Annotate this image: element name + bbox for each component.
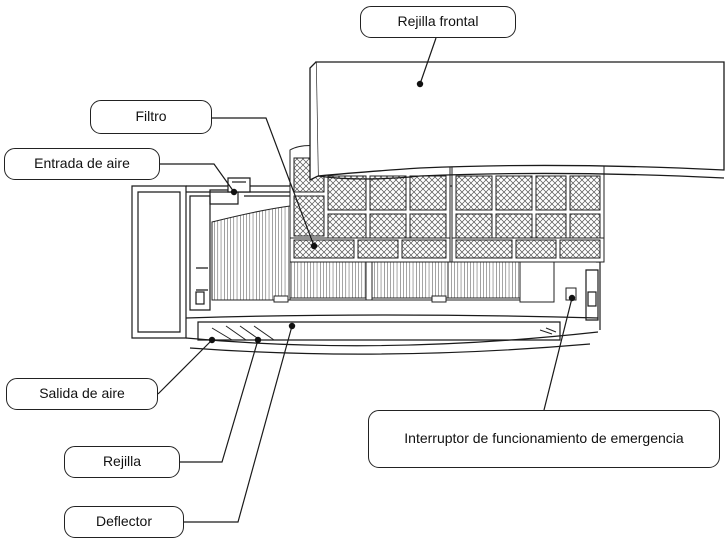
grille-label: Rejilla: [64, 446, 180, 478]
heat-exchanger: [211, 205, 577, 303]
filter-label: Filtro: [90, 100, 212, 134]
leader-lines: [157, 37, 573, 523]
air-filter: [289, 145, 605, 263]
deflector-label: Deflector: [64, 506, 184, 538]
front-grille-panel: [309, 61, 725, 182]
outlet-louvers: [211, 325, 557, 341]
front-grille-label: Rejilla frontal: [360, 6, 516, 38]
leader-dots: [208, 80, 576, 344]
indoor-unit-body: [131, 177, 601, 355]
air-outlet-label: Salida de aire: [6, 378, 158, 410]
emergency-switch-label: Interruptor de funcionamiento de emergen…: [368, 410, 720, 468]
air-inlet-label: Entrada de aire: [4, 148, 160, 180]
